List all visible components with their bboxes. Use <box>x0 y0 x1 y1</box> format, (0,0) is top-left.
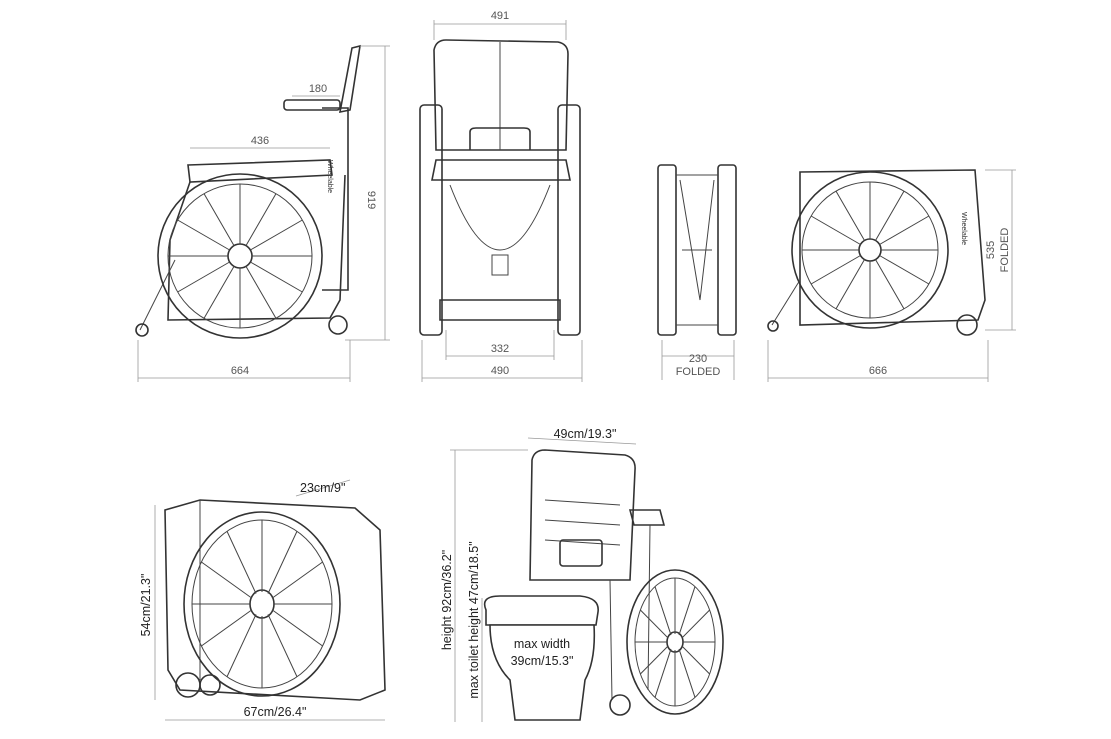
dim-folded-length: 666 <box>869 365 887 377</box>
max-width-value: 39cm/15.3" <box>511 654 574 668</box>
dim-seat-depth: 436 <box>251 135 269 147</box>
wheel-spoke <box>201 561 252 599</box>
dim-width-top: 491 <box>491 10 509 22</box>
dim-folded-width-note: FOLDED <box>676 366 721 378</box>
wheel-spoke <box>177 261 230 293</box>
dim-armrest: 180 <box>309 83 327 95</box>
wheel-spoke <box>879 255 930 285</box>
wheel-spoke <box>654 586 672 636</box>
wheel-spoke <box>201 609 252 647</box>
max-width-label: max width <box>514 637 570 651</box>
dim-height: 919 <box>365 191 377 209</box>
dim-toilet-seat-height: max toilet height 47cm/18.5" <box>467 541 481 698</box>
wheel-spoke <box>250 219 303 251</box>
wheel-spoke <box>810 215 861 245</box>
wheel-spoke <box>177 219 230 251</box>
wheel-spoke <box>226 531 257 594</box>
wheel-spoke <box>203 266 235 319</box>
dim-3d-height: 54cm/21.3" <box>139 574 153 637</box>
dim-folded-height: 535 <box>985 241 997 259</box>
wheel-spoke <box>267 614 298 677</box>
dim-length: 664 <box>231 365 249 377</box>
front-view: 491 332 490 <box>419 10 583 382</box>
wheel-spoke <box>272 609 323 647</box>
dim-folded-width: 230 <box>689 353 707 365</box>
wheel-spoke <box>267 531 298 594</box>
wheel-spoke <box>678 648 696 698</box>
side-view: Wheelable 180 436 919 664 <box>135 44 390 382</box>
wheel-spoke <box>640 645 669 675</box>
wheel-spoke <box>835 259 865 310</box>
wheel-spoke <box>640 609 669 639</box>
folded-front-view: 230 FOLDED <box>657 164 737 380</box>
wheel-spoke <box>678 586 696 636</box>
dim-toilet-width: 49cm/19.3" <box>554 427 617 441</box>
wheel-spoke <box>835 190 865 241</box>
wheel-spoke <box>810 255 861 285</box>
dim-folded-height-note: FOLDED <box>999 228 1011 273</box>
wheel-spoke <box>875 190 905 241</box>
wheel-spoke <box>681 609 710 639</box>
wheel-spoke <box>875 259 905 310</box>
wheel-spoke <box>245 193 277 246</box>
dim-toilet-height: height 92cm/36.2" <box>440 550 454 650</box>
dim-3d-length: 67cm/26.4" <box>244 705 307 719</box>
dim-3d-depth: 23cm/9" <box>300 481 345 495</box>
folded-side-view: Wheelable 535 FOLDED 666 <box>767 169 1016 382</box>
dim-inner-width: 332 <box>491 343 509 355</box>
wheel-spoke <box>879 215 930 245</box>
wheel-spoke <box>203 193 235 246</box>
wheel-spoke <box>226 614 257 677</box>
brand-label-side: Wheelable <box>326 160 333 193</box>
wheel-spoke <box>681 645 710 675</box>
brand-label-folded: Wheelable <box>960 212 967 245</box>
wheel-spoke <box>272 561 323 599</box>
toilet-view: 49cm/19.3" max width 39cm/15.3" height 9… <box>440 427 724 722</box>
wheel-spoke <box>654 648 672 698</box>
wheel-spoke <box>245 266 277 319</box>
wheel-spoke <box>250 261 303 293</box>
dim-width-bottom: 490 <box>491 365 509 377</box>
folded-3d-view: 23cm/9" 54cm/21.3" 67cm/26.4" <box>139 479 386 721</box>
